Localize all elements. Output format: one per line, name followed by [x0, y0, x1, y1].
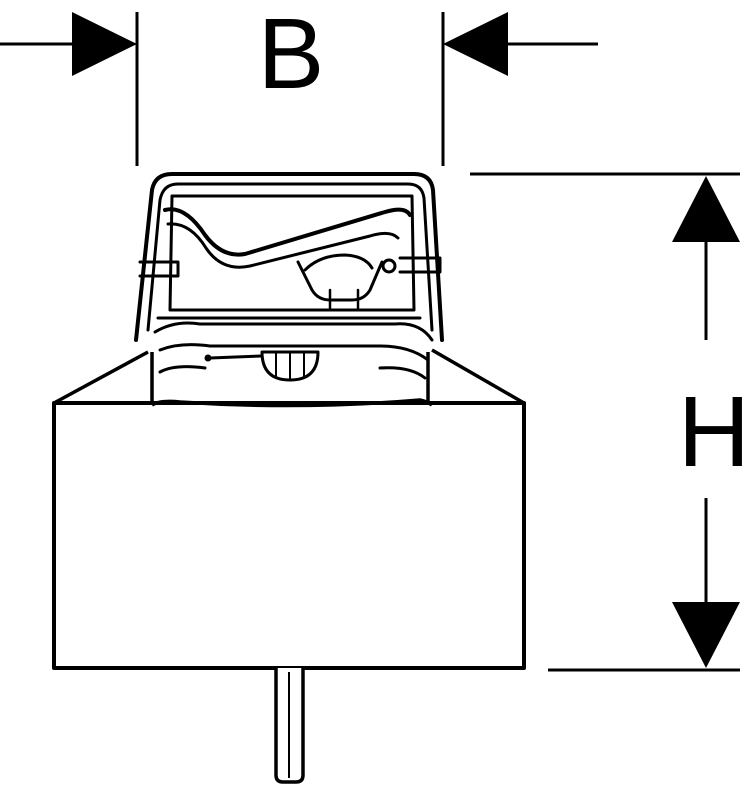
- dimension-b: [0, 12, 598, 166]
- dimension-h: [470, 172, 740, 672]
- dimension-label-h: H: [678, 376, 750, 488]
- dimension-label-b: B: [258, 0, 325, 110]
- arrowhead-up: [672, 176, 740, 242]
- stem: [274, 668, 305, 784]
- body-box: [52, 401, 526, 670]
- valve-head: [134, 172, 444, 382]
- arrowhead-down: [672, 602, 740, 668]
- body-shoulder: [53, 348, 525, 408]
- arrowhead-right: [72, 12, 137, 76]
- arrowhead-left: [443, 12, 508, 76]
- valve-body: [52, 401, 526, 670]
